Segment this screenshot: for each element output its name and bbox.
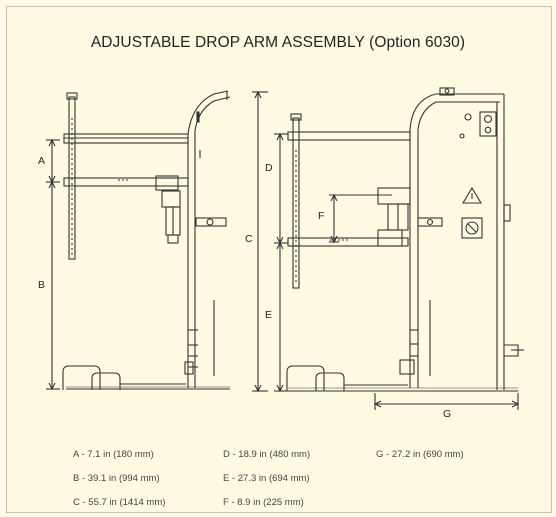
dimension-label-b: B: [38, 279, 46, 291]
legend-item-f: F - 8.9 in (225 mm): [223, 497, 304, 508]
dimension-label-a: A: [38, 155, 46, 167]
drawing-frame: [6, 6, 552, 513]
legend-item-e: E - 27.3 in (694 mm): [223, 473, 310, 484]
legend-item-g: G - 27.2 in (690 mm): [376, 449, 464, 460]
legend-item-b: B - 39.1 in (994 mm): [73, 473, 160, 484]
legend-item-c: C - 55.7 in (1414 mm): [73, 497, 166, 508]
diagram-title: ADJUSTABLE DROP ARM ASSEMBLY (Option 603…: [90, 34, 466, 51]
legend-item-a: A - 7.1 in (180 mm): [73, 449, 154, 460]
right-view: [252, 87, 524, 410]
dimension-label-e: E: [265, 309, 273, 321]
left-view: [46, 90, 231, 391]
dimension-label-d: D: [265, 162, 273, 174]
dimension-label-c: C: [245, 233, 253, 245]
dimension-label-g: G: [443, 408, 452, 420]
legend-item-d: D - 18.9 in (480 mm): [223, 449, 311, 460]
dimension-label-f: F: [318, 210, 325, 222]
